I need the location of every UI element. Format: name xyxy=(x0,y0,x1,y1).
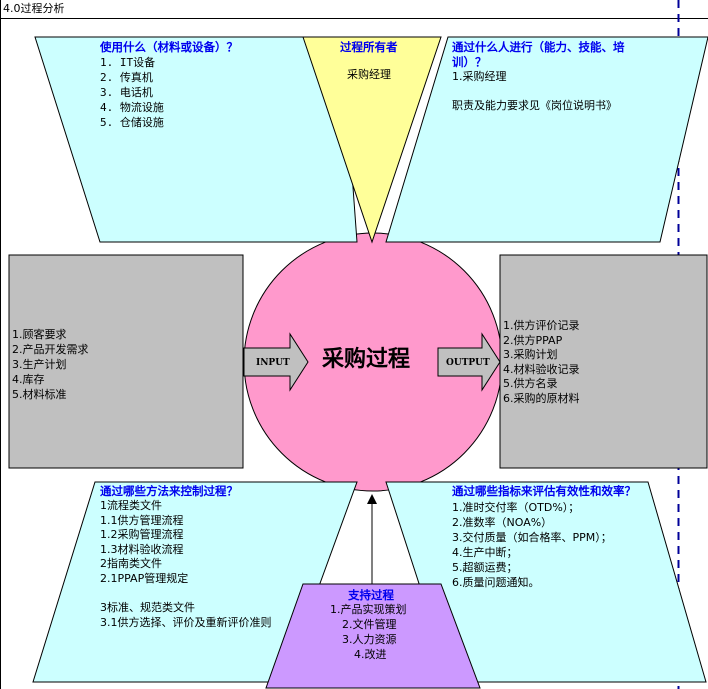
methods-item: 2指南类文件 xyxy=(100,557,162,571)
methods-item: 1.2采购管理流程 xyxy=(100,528,184,542)
support-item: 3.人力资源 xyxy=(342,633,397,646)
owner-value: 采购经理 xyxy=(347,68,391,81)
metrics-item: 3.交付质量（如合格率、PPM）； xyxy=(452,531,612,544)
metrics-item: 2.准数率（NOA%） xyxy=(452,516,553,529)
metrics-item: 1.准时交付率（OTD%）； xyxy=(452,501,580,514)
support-item: 1.产品实现策划 xyxy=(330,603,407,616)
page-header-title: 4.0过程分析 xyxy=(3,2,65,15)
support-item: 2.文件管理 xyxy=(342,618,397,631)
output-box xyxy=(499,254,708,469)
output-item: 2.供方PPAP xyxy=(503,333,563,347)
output-item: 3.采购计划 xyxy=(503,348,558,361)
metrics-item: 4.生产中断； xyxy=(452,546,518,559)
methods-item: 1.1供方管理流程 xyxy=(100,513,184,527)
output-arrow-label: OUTPUT xyxy=(446,358,490,368)
top-right-trapezoid xyxy=(385,36,708,243)
support-title: 支持过程 xyxy=(348,588,394,602)
input-item: 3.生产计划 xyxy=(12,358,67,371)
people-item: 1.采购经理 xyxy=(452,70,507,83)
owner-triangle xyxy=(302,36,442,244)
methods-title: 通过哪些方法来控制过程？ xyxy=(100,484,238,498)
support-item: 4.改进 xyxy=(354,648,387,661)
top-left-trapezoid xyxy=(34,36,358,243)
support-trapezoid xyxy=(265,583,481,689)
center-process-title: 采购过程 xyxy=(322,347,411,372)
input-item: 1.顾客要求 xyxy=(12,328,67,341)
metrics-list: 1.准时交付率（OTD%）； 2.准数率（NOA%） 3.交付质量（如合格率、P… xyxy=(452,500,612,590)
methods-item: 3标准、规范类文件 xyxy=(100,601,195,615)
people-title-line1: 通过什么人进行（能力、技能、培 xyxy=(452,40,625,54)
materials-title: 使用什么（材料或设备）？ xyxy=(100,40,238,54)
materials-list: 1. IT设备 2. 传真机 3. 电话机 4. 物流设施 5. 仓储设施 xyxy=(100,55,164,130)
methods-list: 1流程类文件 1.1供方管理流程 1.2采购管理流程 1.3材料验收流程 2指南… xyxy=(100,499,272,630)
methods-item: 2.1PPAP管理规定 xyxy=(100,571,189,585)
input-arrow-label: INPUT xyxy=(256,358,290,368)
metrics-title: 通过哪些指标来评估有效性和效率？ xyxy=(452,484,636,498)
metrics-item: 6.质量问题通知。 xyxy=(452,576,540,589)
input-arrow xyxy=(243,332,309,392)
materials-item: 5. 仓储设施 xyxy=(100,116,164,129)
input-item: 2.产品开发需求 xyxy=(12,343,89,356)
output-item: 1.供方评价记录 xyxy=(503,319,580,332)
metrics-item: 5.超额运费； xyxy=(452,561,518,574)
materials-item: 1. IT设备 xyxy=(100,56,156,69)
input-box xyxy=(8,254,244,469)
output-item: 4.材料验收记录 xyxy=(503,362,580,376)
methods-item xyxy=(100,587,272,602)
people-note: 职责及能力要求见《岗位说明书》 xyxy=(452,99,617,112)
owner-title: 过程所有者 xyxy=(340,40,398,54)
output-list: 1.供方评价记录 2.供方PPAP 3.采购计划 4.材料验收记录 5.供方名录… xyxy=(503,319,580,406)
output-arrow xyxy=(437,332,501,392)
people-title-line2: 训）？ xyxy=(452,55,487,69)
materials-item: 4. 物流设施 xyxy=(100,101,164,114)
input-item: 4.库存 xyxy=(12,373,45,386)
input-list: 1.顾客要求 2.产品开发需求 3.生产计划 4.库存 5.材料标准 xyxy=(12,327,89,402)
methods-item: 3.1供方选择、评价及重新评价准则 xyxy=(100,615,272,629)
materials-item: 2. 传真机 xyxy=(100,71,153,84)
output-item: 6.采购的原材料 xyxy=(503,391,580,405)
materials-item: 3. 电话机 xyxy=(100,86,153,99)
support-arrow-head xyxy=(367,494,377,504)
methods-item: 1流程类文件 xyxy=(100,499,162,512)
output-item: 5.供方名录 xyxy=(503,377,558,390)
input-item: 5.材料标准 xyxy=(12,388,67,401)
methods-item: 1.3材料验收流程 xyxy=(100,542,184,556)
